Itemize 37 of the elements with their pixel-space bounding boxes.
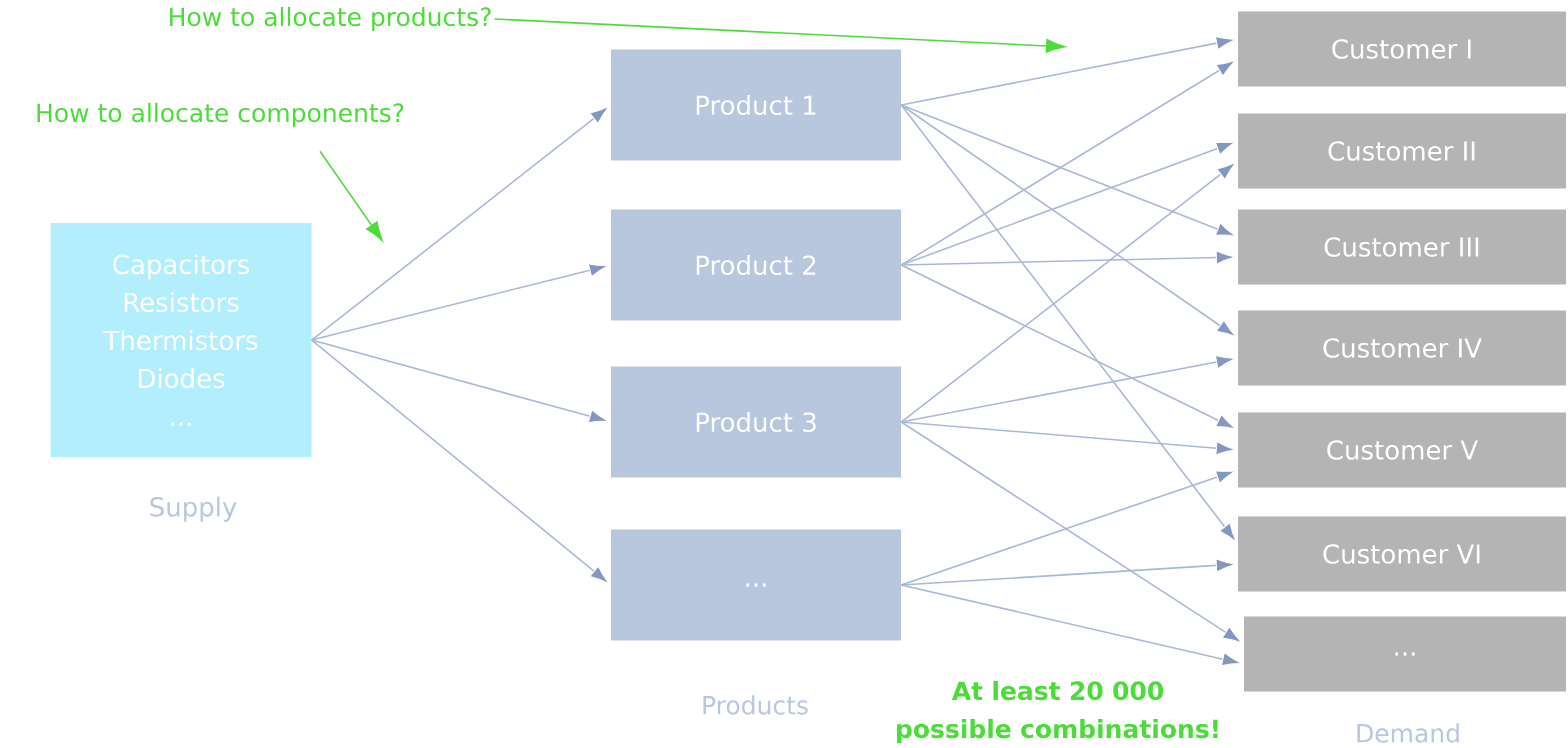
arrow [900, 141, 1237, 266]
arrow [310, 105, 610, 341]
column-label: Products [703, 695, 808, 715]
customer-box: Customer II [1238, 113, 1566, 189]
product-box: Product 3 [611, 366, 901, 478]
arrow [900, 104, 1237, 543]
customer-box: Customer V [1238, 412, 1566, 488]
arrow [900, 584, 1243, 667]
arrow [900, 264, 1237, 430]
arrow [900, 104, 1237, 237]
product-box: Product 1 [611, 49, 901, 161]
customer-box: Customer VI [1238, 516, 1566, 592]
arrow [900, 161, 1237, 423]
arrow [900, 421, 1237, 456]
arrow [900, 470, 1237, 586]
arrow [900, 250, 1237, 266]
node-label: Supply [150, 496, 237, 522]
note: At least 20 000 possible combinations! [897, 680, 1218, 744]
arrow [310, 339, 610, 424]
arrow [900, 59, 1237, 266]
customer-box: ... [1244, 616, 1566, 692]
product-box: ... [611, 529, 901, 641]
arrow [310, 339, 610, 585]
customer-box: Customer IV [1238, 310, 1566, 386]
customer-box: Customer I [1238, 11, 1566, 87]
arrow [493, 18, 1066, 53]
product-box: Product 2 [611, 209, 901, 321]
supply-box: Capacitors Resistors Thermistors Diodes ... [50, 223, 312, 457]
customer-box: Customer III [1238, 209, 1566, 285]
arrow [900, 104, 1237, 338]
arrow [310, 263, 610, 341]
question-text: How to allocate products? [170, 6, 491, 32]
arrow [319, 150, 383, 241]
arrow [900, 421, 1243, 644]
question-text: How to allocate components? [37, 102, 404, 128]
column-label: Demand [1357, 723, 1459, 743]
arrow [900, 36, 1237, 106]
